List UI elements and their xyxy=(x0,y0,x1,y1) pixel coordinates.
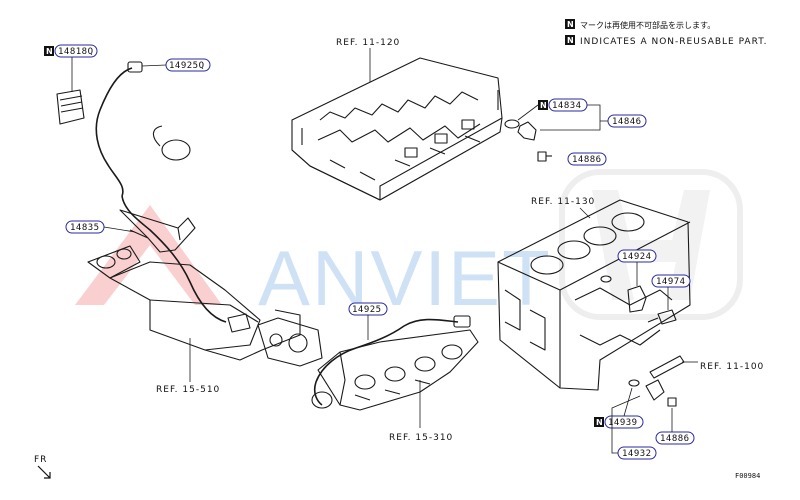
legend-badge-2 xyxy=(565,35,575,45)
ref-11-130-leader xyxy=(579,207,591,219)
callout-14939-leader xyxy=(623,387,633,417)
ref-11-130-label: REF. 11-130 xyxy=(531,197,595,207)
badge-14834-text: N xyxy=(540,101,547,110)
figure-code: F00984 xyxy=(735,472,760,480)
badge-14939 xyxy=(594,417,604,427)
legend-line-japanese: マークは再使用不可部品を示します。 xyxy=(580,20,715,30)
badge-14818q xyxy=(44,46,54,56)
legend-badge-1 xyxy=(565,19,575,29)
catalytic-converter-illustration xyxy=(87,245,323,367)
callout-14925[interactable]: 14925 xyxy=(352,305,382,315)
badge-14834 xyxy=(538,100,548,110)
cam-sensor-illustration xyxy=(504,119,552,162)
callout-14835-leader xyxy=(103,226,136,233)
callout-14886-top[interactable]: 14886 xyxy=(572,155,602,165)
callout-14818q[interactable]: 14818Q xyxy=(58,47,94,57)
callout-14834[interactable]: 14834 xyxy=(552,101,582,111)
callout-14939[interactable]: 14939 xyxy=(608,418,638,428)
legend-badge-2-text: N xyxy=(567,36,574,45)
callout-14834-leader xyxy=(517,104,539,121)
callout-14974[interactable]: 14974 xyxy=(656,277,686,287)
callout-14932-leader xyxy=(611,395,641,454)
air-fuel-sensor-illustration xyxy=(95,61,227,323)
crank-sensor-illustration xyxy=(628,355,685,407)
callout-14846[interactable]: 14846 xyxy=(612,117,642,127)
callout-14886-bottom[interactable]: 14886 xyxy=(660,434,690,444)
callout-14835[interactable]: 14835 xyxy=(70,223,100,233)
front-direction-arrow-icon xyxy=(37,465,51,479)
callout-14932[interactable]: 14932 xyxy=(622,449,652,459)
ref-15-310-label: REF. 15-310 xyxy=(389,433,453,443)
callout-14886-top-box[interactable] xyxy=(567,152,607,166)
cylinder-block-illustration xyxy=(497,199,691,391)
callout-14974-box[interactable] xyxy=(651,274,691,288)
ref-11-120-label: REF. 11-120 xyxy=(336,38,400,48)
front-direction-label: FR xyxy=(34,455,47,465)
knock-sensor-illustration xyxy=(600,275,677,325)
ref-11-100-label: REF. 11-100 xyxy=(700,362,764,372)
callout-14925q-leader xyxy=(141,64,167,67)
exhaust-manifold-illustration xyxy=(317,329,479,411)
watermark-red-triangle xyxy=(75,205,222,305)
legend-badge-1-text: N xyxy=(567,20,574,29)
sensor-cover-illustration xyxy=(56,89,85,125)
callout-14886-bottom-box[interactable] xyxy=(655,431,695,445)
cylinder-head-illustration xyxy=(291,57,503,201)
badge-14818q-text: N xyxy=(46,47,53,56)
badge-14939-text: N xyxy=(596,418,603,427)
callout-14846-leader xyxy=(540,104,608,131)
watermark-text: ANVIET xyxy=(258,234,552,322)
ref-15-510-label: REF. 15-510 xyxy=(156,385,220,395)
legend: N マークは再使用不可部品を示します。 N INDICATES A NON-RE… xyxy=(565,19,767,47)
honda-h-watermark xyxy=(592,190,710,300)
watermark: ANVIET xyxy=(75,169,743,322)
callout-14925q[interactable]: 14925Q xyxy=(169,61,205,71)
callout-14818q-box[interactable] xyxy=(54,44,98,58)
callout-14924[interactable]: 14924 xyxy=(622,252,652,262)
oxygen-sensor-illustration xyxy=(311,315,471,409)
legend-line-english: INDICATES A NON-REUSABLE PART. xyxy=(580,37,767,47)
